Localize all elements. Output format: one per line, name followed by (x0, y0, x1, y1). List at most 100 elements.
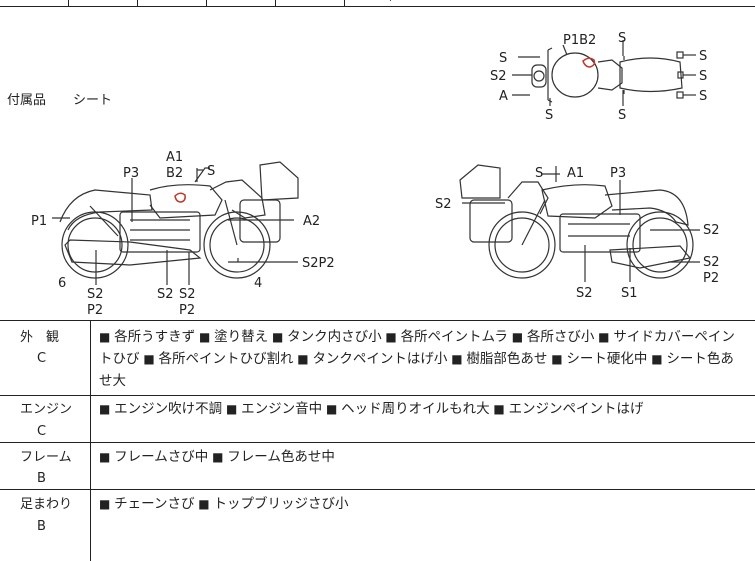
bullet-icon: ■ (594, 330, 614, 344)
condition-item: シート硬化中 (566, 351, 648, 367)
damage-mark-left (174, 192, 186, 203)
label-left-s2-c: S2 (179, 287, 196, 302)
label-right-s1: S1 (621, 286, 638, 301)
label-right-s2-bottom: S2 (576, 286, 593, 301)
label-top-s-left1: S (499, 51, 507, 66)
label-top-s-right3: S (699, 89, 707, 104)
label-left-b2: B2 (166, 166, 183, 181)
section-grade: C (37, 351, 47, 366)
label-left-s2-b: S2 (157, 287, 174, 302)
section-name: フレーム (20, 450, 72, 465)
label-left-a2: A2 (303, 214, 320, 229)
label-top-s-right2: S (699, 69, 707, 84)
bullet-icon: ■ (489, 402, 509, 416)
label-left-a1: A1 (166, 150, 183, 165)
condition-item: シート色あせ大 (99, 351, 734, 389)
bullet-icon: ■ (99, 330, 115, 344)
section-grade: C (37, 424, 47, 439)
condition-item: 各所ペイントひび割れ (158, 351, 294, 367)
condition-item: サイドカバーペイントひび (99, 329, 735, 367)
section-grade: B (37, 471, 46, 486)
condition-item: フレームさび中 (114, 449, 209, 465)
condition-item: 塗り替え (214, 329, 269, 345)
top-row-text: …, (378, 0, 393, 3)
top-col-divider (137, 0, 138, 6)
left-side-bike (52, 161, 299, 285)
label-right-s2-right1: S2 (703, 223, 720, 238)
bullet-icon: ■ (194, 497, 214, 511)
row-divider (0, 489, 755, 490)
column-divider (90, 320, 91, 561)
bullet-icon: ■ (507, 330, 527, 344)
bullet-icon: ■ (381, 330, 401, 344)
condition-item: タンクペイントはげ小 (312, 351, 448, 367)
label-right-p3: P3 (610, 166, 626, 181)
label-top-p1b2: P1B2 (563, 33, 596, 48)
label-right-s: S (535, 166, 543, 181)
top-row-border (0, 6, 755, 7)
condition-item: ヘッド周りオイルもれ大 (341, 401, 490, 417)
accessory-label: 付属品 (7, 93, 47, 108)
label-top-a: A (499, 89, 508, 104)
condition-item: フレーム色あせ中 (227, 449, 335, 465)
damage-mark-top (582, 57, 596, 68)
top-col-divider (68, 0, 69, 6)
row-divider (0, 395, 755, 396)
section-name: 外 観 (20, 330, 60, 345)
condition-item: 各所さび小 (526, 329, 595, 345)
top-view-bike (512, 40, 696, 106)
bullet-icon: ■ (647, 352, 667, 366)
label-left-p2-a: P2 (87, 303, 103, 318)
bullet-icon: ■ (208, 450, 228, 464)
section-items: ■ チェーンさび ■ トップブリッジさび小 (99, 493, 747, 515)
label-top-s2-left: S2 (490, 69, 507, 84)
section-name: 足まわり (20, 497, 73, 512)
label-right-s2-left: S2 (435, 197, 452, 212)
section-items: ■ エンジン吹け不調 ■ エンジン音中 ■ ヘッド周りオイルもれ大 ■ エンジン… (99, 398, 747, 420)
bullet-icon: ■ (268, 330, 288, 344)
condition-item: タンク内さび小 (287, 329, 382, 345)
label-top-s-right1: S (699, 49, 707, 64)
label-left-four: 4 (254, 276, 262, 291)
label-right-s2-right2: S2 (703, 255, 720, 270)
label-left-s2-a: S2 (87, 287, 104, 302)
label-left-p2-b: P2 (179, 303, 195, 318)
label-left-p3: P3 (123, 166, 139, 181)
condition-item: エンジン音中 (241, 401, 323, 417)
table-top-border (0, 320, 755, 321)
label-right-a1: A1 (567, 166, 584, 181)
condition-item: 各所うすきず (114, 329, 196, 345)
accessory-value: シート (73, 93, 113, 108)
label-right-p2: P2 (703, 271, 719, 286)
bullet-icon: ■ (99, 402, 115, 416)
section-name: エンジン (20, 402, 73, 417)
right-side-bike (459, 164, 700, 282)
bullet-icon: ■ (222, 402, 242, 416)
bullet-icon: ■ (322, 402, 342, 416)
label-left-s2p2: S2P2 (302, 256, 335, 271)
bullet-icon: ■ (195, 330, 215, 344)
top-col-divider (206, 0, 207, 6)
label-left-six: 6 (58, 276, 66, 291)
row-divider (0, 442, 755, 443)
label-left-p1: P1 (31, 214, 47, 229)
bullet-icon: ■ (547, 352, 567, 366)
condition-item: エンジン吹け不調 (114, 401, 223, 417)
condition-item: トップブリッジさび小 (213, 496, 349, 512)
bullet-icon: ■ (447, 352, 467, 366)
condition-item: 各所ペイントムラ (400, 329, 508, 345)
bullet-icon: ■ (99, 450, 115, 464)
section-grade: B (37, 519, 46, 534)
label-top-s: S (618, 31, 626, 46)
condition-item: チェーンさび (114, 496, 195, 512)
section-items: ■ 各所うすきず ■ 塗り替え ■ タンク内さび小 ■ 各所ペイントムラ ■ 各… (99, 326, 747, 392)
top-col-divider (275, 0, 276, 6)
damage-diagram: P1B2 S S S2 A S S S S S (31, 31, 720, 318)
label-top-s-bottom-left: S (545, 108, 553, 123)
bullet-icon: ■ (99, 497, 115, 511)
label-left-s: S (207, 164, 215, 179)
condition-item: 樹脂部色あせ (466, 351, 548, 367)
section-items: ■ フレームさび中 ■ フレーム色あせ中 (99, 446, 747, 468)
condition-item: エンジンペイントはげ (508, 401, 644, 417)
